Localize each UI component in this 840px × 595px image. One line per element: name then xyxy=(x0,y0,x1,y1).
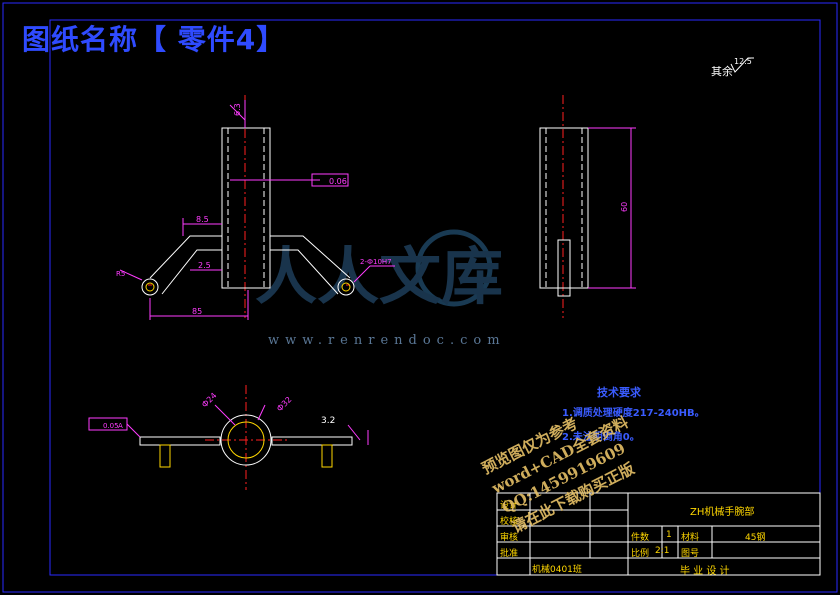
inner-border xyxy=(49,19,821,576)
page-title: 图纸名称【 零件4】 xyxy=(22,23,286,56)
designer-label: 设计 xyxy=(500,501,519,511)
roughness-label: 其余 xyxy=(711,65,733,78)
qty-value: 1 xyxy=(666,530,672,540)
side-dimensions xyxy=(588,127,636,289)
tech-req-item-1: 1.调质处理硬度217-240HB。 xyxy=(562,408,705,419)
side-view xyxy=(539,127,589,297)
roughness-symbol xyxy=(730,57,754,73)
footer-label: 毕 业 设 计 xyxy=(680,566,730,577)
watermark-brand: 人人文库 xyxy=(255,240,503,313)
top-view xyxy=(139,414,353,468)
dim-d7: Ф24 xyxy=(200,391,218,409)
scale-label: 比例 xyxy=(631,549,650,559)
front-dimensions xyxy=(119,100,395,320)
material-value: 45钢 xyxy=(745,533,766,543)
checker-label: 校核 xyxy=(500,517,519,527)
tech-req-heading: 技术要求 xyxy=(597,386,641,399)
watermark-logo: 人人文库 xyxy=(255,229,503,313)
dim-d10: 0.05 xyxy=(103,422,119,430)
dim-d9: 3.2 xyxy=(321,416,335,426)
dim-d8: Ф32 xyxy=(275,395,293,413)
top-dimensions xyxy=(88,404,369,445)
dim-d4: R5 xyxy=(116,270,125,278)
title-block-grid xyxy=(496,492,821,576)
dim-d5: 2-Ф10H7 xyxy=(360,258,392,266)
hole-left xyxy=(145,282,155,292)
approver-label: 批准 xyxy=(500,549,519,559)
scale-value: 2:1 xyxy=(655,546,670,556)
dim-d2: 2.5 xyxy=(198,261,211,270)
roughness-value: 12.5 xyxy=(734,57,752,66)
dim-d3: 85 xyxy=(192,307,202,316)
hole-right xyxy=(341,282,351,292)
front-view xyxy=(141,127,355,296)
centerlines xyxy=(148,95,564,490)
material-label: 材料 xyxy=(681,533,700,543)
part-name: ZH机械手腕部 xyxy=(690,507,755,518)
dim-d12: 6.3 xyxy=(233,103,242,116)
drawing-no-label: 图号 xyxy=(681,549,700,559)
qty-label: 件数 xyxy=(631,533,650,543)
dim-d6: 60 xyxy=(620,202,629,212)
school-name: 机械0401班 xyxy=(532,565,582,575)
reviewer-label: 审核 xyxy=(500,533,519,543)
dim-d11: A xyxy=(118,422,123,430)
dim-flatness: 0.06 xyxy=(329,177,347,186)
watermark-url: www.renrendoc.com xyxy=(268,333,506,348)
dim-d1: 8.5 xyxy=(196,215,209,224)
tech-req-item-2: 2.未注明倒角0。 xyxy=(562,432,640,443)
